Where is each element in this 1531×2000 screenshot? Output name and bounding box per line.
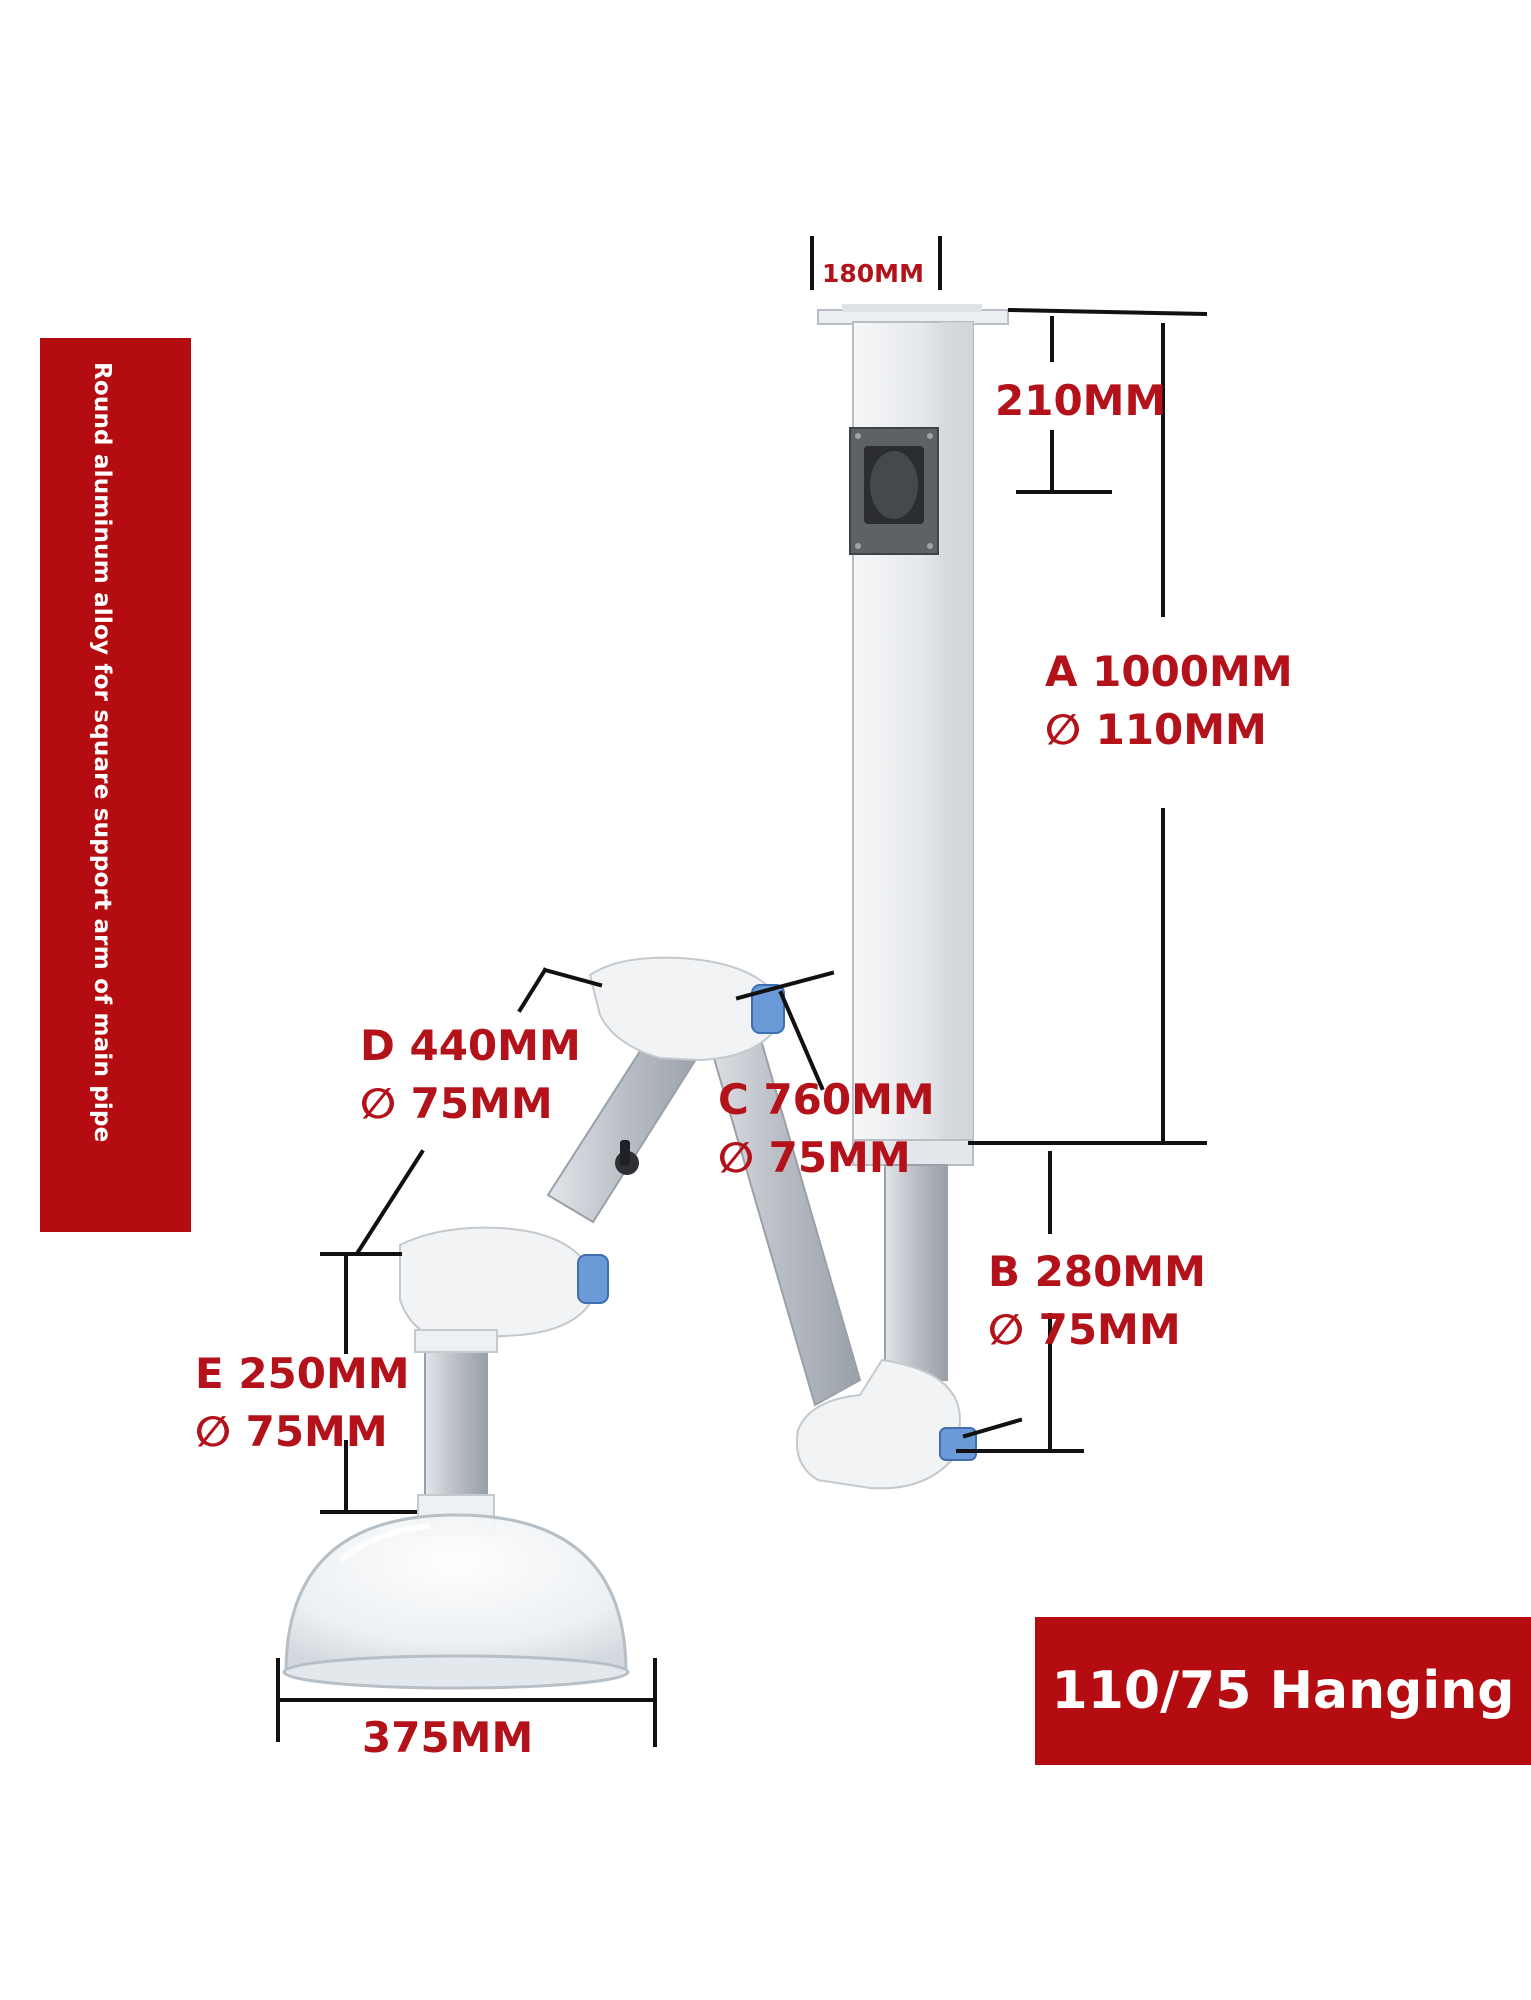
duct-outlet	[849, 427, 939, 555]
top-elbow-joint	[588, 956, 785, 1062]
label-b-diameter: ∅ 75MM	[988, 1305, 1181, 1354]
label-b-length: B 280MM	[988, 1247, 1206, 1296]
label-a-diameter: ∅ 110MM	[1045, 705, 1267, 754]
dim-d-line	[355, 967, 603, 1255]
label-c-diameter: ∅ 75MM	[718, 1133, 911, 1182]
label-c-length: C 760MM	[718, 1075, 935, 1124]
label-e-diameter: ∅ 75MM	[195, 1407, 388, 1456]
label-top-width: 180MM	[822, 259, 924, 288]
knob-icon	[615, 1140, 639, 1175]
label-e-length: E 250MM	[195, 1349, 410, 1398]
dim-180-line	[810, 236, 942, 290]
label-d-diameter: ∅ 75MM	[360, 1079, 553, 1128]
arm-e-tube	[414, 1329, 498, 1536]
dim-hood-line	[276, 1658, 657, 1747]
label-hood-width: 375MM	[362, 1713, 533, 1762]
dim-e-line	[320, 1252, 417, 1514]
label-a-length: A 1000MM	[1045, 647, 1293, 696]
dim-a-line	[968, 323, 1207, 1145]
label-d-length: D 440MM	[360, 1021, 581, 1070]
dim-b-line	[956, 1151, 1084, 1453]
lower-aluminum-tube	[884, 1164, 948, 1381]
model-badge: 110/75 Hanging	[1035, 1617, 1531, 1765]
label-bracket-offset: 210MM	[995, 376, 1166, 425]
dim-210-line	[1007, 307, 1208, 494]
side-banner	[40, 338, 191, 1232]
middle-elbow-joint	[399, 1226, 609, 1342]
dim-c-line	[735, 970, 1023, 1439]
bottom-elbow-joint	[796, 1358, 977, 1490]
model-badge-text: 110/75 Hanging	[1051, 1661, 1515, 1721]
suction-hood	[282, 1513, 630, 1690]
